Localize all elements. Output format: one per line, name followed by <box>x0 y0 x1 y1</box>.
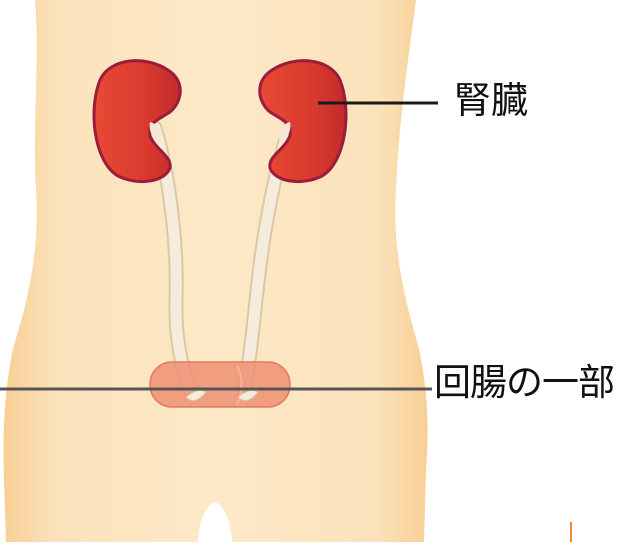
kidney-label: 腎臓 <box>454 82 528 119</box>
torso-shape <box>3 0 427 542</box>
ileum-segment-label: 回腸の一部 <box>434 364 614 401</box>
ileum-segment <box>150 362 290 407</box>
